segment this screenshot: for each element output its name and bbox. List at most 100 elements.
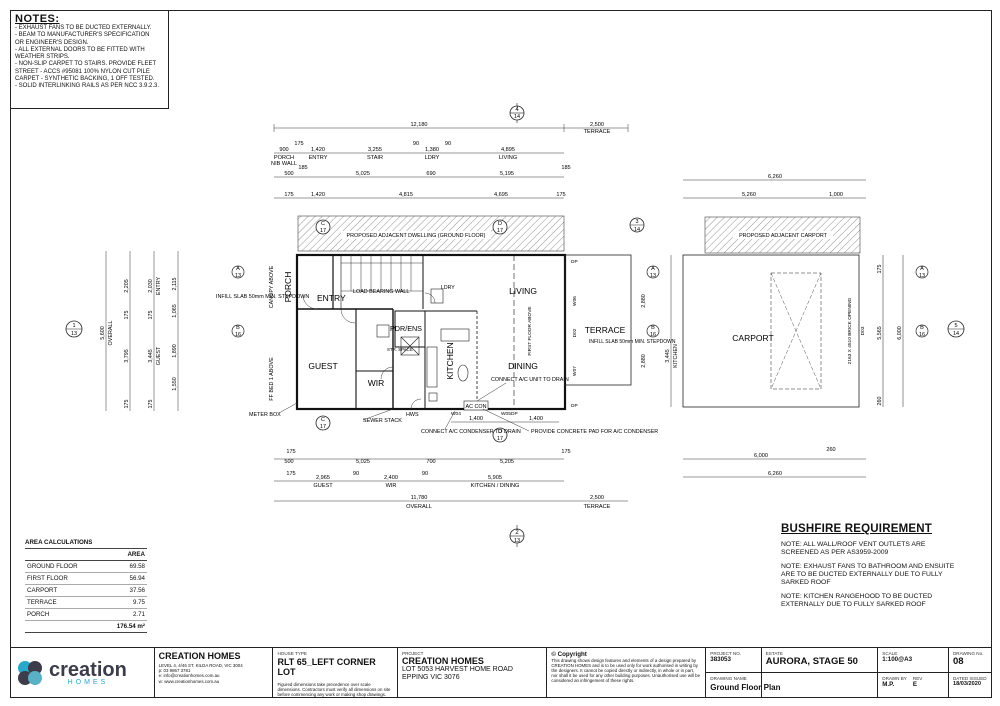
svg-text:1,420: 1,420	[311, 192, 325, 198]
drawing-sheet: NOTES: - EXHAUST FANS TO BE DUCTED EXTER…	[10, 10, 992, 698]
bushfire-title: BUSHFIRE REQUIREMENT	[781, 523, 932, 535]
logo-sub: HOMES	[67, 678, 109, 686]
meter-box-label: METER BOX	[249, 412, 281, 418]
infill-slab-left-label: INFILL SLAB 50mm MIN. STEPDOWN	[216, 294, 309, 300]
window-w05-label: W05	[501, 411, 511, 417]
door-d02-label: D02	[572, 328, 578, 337]
svg-text:175: 175	[561, 449, 570, 455]
adjacent-carport: PROPOSED ADJACENT CARPORT	[704, 216, 861, 254]
company-logo: creation HOMES	[11, 648, 155, 698]
svg-text:5,025: 5,025	[356, 171, 370, 177]
svg-text:6,000: 6,000	[754, 453, 768, 459]
note-item: STREET - ACCS #95081 100% NYLON CUT PILE	[15, 68, 150, 75]
date-issued: 18/03/2020	[952, 681, 981, 687]
company-name: CREATION HOMES	[158, 651, 241, 661]
bushfire-note: NOTE: KITCHEN RANGEHOOD TO BE DUCTED EXT…	[781, 593, 933, 608]
project-address: EPPING VIC 3076	[402, 674, 460, 681]
svg-text:C: C	[321, 417, 325, 423]
bushfire-note: NOTE: EXHAUST FANS TO BATHROOM AND ENSUI…	[781, 563, 955, 586]
note-item: - SOLID INTERLINKING RAILS AS PER NCC 3.…	[15, 83, 160, 90]
company-line: LEVEL 4, 4/46 ST. KILDA ROAD, VIC 3004	[158, 663, 243, 668]
svg-text:14: 14	[634, 227, 640, 233]
svg-text:2: 2	[515, 530, 519, 536]
svg-text:4,895: 4,895	[501, 147, 515, 153]
svg-text:1: 1	[72, 323, 75, 329]
svg-text:TERRACE: TERRACE	[584, 504, 611, 510]
svg-text:175: 175	[284, 192, 293, 198]
svg-text:13: 13	[235, 273, 241, 279]
svg-text:1,890: 1,890	[172, 344, 178, 358]
logo-mark-icon	[18, 661, 42, 685]
svg-text:B: B	[236, 325, 240, 331]
svg-text:2,030: 2,030	[148, 279, 154, 293]
svg-text:13: 13	[71, 331, 77, 337]
svg-text:6,260: 6,260	[768, 471, 782, 477]
svg-text:175: 175	[294, 141, 303, 147]
adjacent-carport-label: PROPOSED ADJACENT CARPORT	[739, 233, 828, 239]
svg-text:1,400: 1,400	[469, 416, 483, 422]
scale-value: 1:100@A3	[882, 656, 913, 663]
house-type-value: RLT 65_LEFT CORNER LOT	[277, 657, 376, 677]
svg-text:1,550: 1,550	[172, 377, 178, 391]
svg-text:175: 175	[877, 265, 883, 274]
svg-text:700: 700	[426, 459, 435, 465]
svg-text:ENTRY: ENTRY	[156, 277, 162, 296]
svg-text:17: 17	[320, 228, 326, 234]
adjacent-dwelling-label: PROPOSED ADJACENT DWELLING (GROUND FLOOR…	[347, 233, 486, 239]
section-marker-bottom: 2 13	[509, 525, 525, 547]
connect-ac-condenser-label: CONNECT A/C CONDENSER TO DRAIN	[421, 429, 521, 435]
room-dining: DINING	[508, 361, 538, 371]
company-line: w: www.creationhomes.com.au	[158, 678, 220, 684]
bottom-dimensions: 1,400 1,400 175 500 5,025 700 5,205 175 …	[274, 416, 866, 510]
svg-text:5,025: 5,025	[356, 459, 370, 465]
revision: E	[912, 681, 918, 688]
right-dimensions: 3,445 KITCHEN 2,880 2,880 5,565 6,000 17…	[641, 255, 903, 407]
svg-text:690: 690	[426, 171, 435, 177]
room-ldry: LDRY	[441, 285, 455, 291]
svg-text:900: 900	[279, 147, 288, 153]
project-name: CREATION HOMES	[402, 656, 484, 666]
svg-text:90: 90	[413, 141, 419, 147]
room-entry: ENTRY	[317, 293, 346, 303]
svg-text:90: 90	[445, 141, 451, 147]
project-address: LOT 5053 HARVEST HOME ROAD	[402, 666, 513, 673]
svg-text:3: 3	[635, 219, 638, 225]
room-kitchen: KITCHEN	[445, 342, 455, 379]
svg-text:5,565: 5,565	[877, 326, 883, 340]
svg-text:3,445: 3,445	[665, 349, 671, 363]
svg-text:185: 185	[298, 165, 307, 171]
section-marker-top: 4 14	[509, 103, 525, 123]
svg-text:1,420: 1,420	[311, 147, 325, 153]
window-w06-label: W06	[572, 296, 578, 306]
project-number: 383053	[710, 656, 731, 663]
scale-cell: SCALE 1:100@A3 DRAWN BY M.P. REV E	[878, 648, 949, 698]
top-dimensions: 12,180 2,500 TERRACE 900 175 1,420 3,255…	[271, 122, 866, 199]
company-details: CREATION HOMES LEVEL 4, 4/46 ST. KILDA R…	[155, 648, 274, 698]
svg-text:KITCHEN: KITCHEN	[673, 344, 679, 368]
svg-text:2,880: 2,880	[641, 294, 647, 308]
left-dimensions: 5,600 OVERALL 2,205 175 3,795 175 2,030 …	[100, 251, 179, 411]
doors	[302, 292, 436, 410]
room-stair-space: STR. SPACE	[387, 347, 413, 352]
svg-text:A: A	[920, 266, 924, 272]
svg-text:175: 175	[124, 311, 130, 320]
connect-ac-unit-label: CONNECT A/C UNIT TO DRAIN	[491, 377, 569, 383]
note-item: CARPET - SYNTHETIC BACKING, 1 OFF TESTED…	[15, 76, 155, 83]
svg-text:A: A	[236, 266, 240, 272]
svg-text:5,195: 5,195	[500, 171, 514, 177]
svg-text:16: 16	[650, 332, 656, 338]
svg-text:1,400: 1,400	[529, 416, 543, 422]
svg-text:5,600: 5,600	[100, 326, 106, 340]
window-w07-label: W07	[572, 366, 578, 376]
svg-text:90: 90	[353, 471, 359, 477]
svg-text:2,965: 2,965	[316, 475, 330, 481]
svg-text:D: D	[498, 221, 502, 227]
svg-text:5: 5	[954, 323, 957, 329]
svg-text:3,255: 3,255	[368, 147, 382, 153]
estate-cell: ESTATE AURORA, STAGE 50	[761, 648, 879, 698]
svg-text:KITCHEN / DINING: KITCHEN / DINING	[471, 483, 520, 489]
notes-title: NOTES:	[15, 13, 60, 25]
room-wir: WIR	[368, 378, 385, 388]
